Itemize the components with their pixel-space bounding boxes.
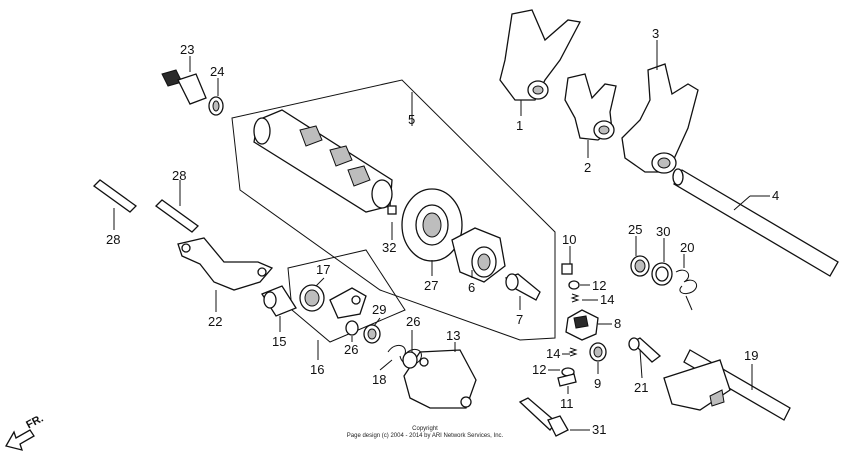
bolt-31[interactable] [518,397,569,437]
callout-22: 22 [208,314,222,329]
spring-upper[interactable] [570,293,580,303]
callout-labels: 1 2 3 4 5 6 7 8 9 10 11 12 12 13 14 14 1… [106,26,779,437]
fork-shaft[interactable] [672,168,839,277]
callout-19: 19 [744,348,758,363]
shift-fork-3[interactable] [621,63,699,174]
shift-fork-1[interactable] [499,9,581,101]
callout-24: 24 [210,64,224,79]
callout-31: 31 [592,422,606,437]
callout-4: 4 [772,188,779,203]
callout-25: 25 [628,222,642,237]
leader-lines [113,40,770,431]
special-bolt[interactable] [504,273,541,301]
callout-12a: 12 [592,278,606,293]
callout-21: 21 [634,380,648,395]
callout-1: 1 [516,118,523,133]
shift-plunger[interactable] [561,263,573,275]
callout-3: 3 [652,26,659,41]
callout-27: 27 [424,278,438,293]
bolt-9[interactable] [589,342,607,362]
shift-cam-plate[interactable] [565,309,599,341]
copyright-notice: Page design (c) 2004 - 2014 by ARI Netwo… [346,433,504,439]
dowel-pin-lower[interactable] [155,199,199,233]
callout-26a: 26 [344,342,358,357]
copyright-title: Copyright [412,426,438,432]
gearshift-spindle[interactable] [663,349,791,421]
callout-30: 30 [656,224,670,239]
pin-11[interactable] [557,373,577,387]
return-spring-20[interactable] [675,269,697,311]
collar-25[interactable] [630,255,650,277]
callout-10: 10 [562,232,576,247]
callout-2: 2 [584,160,591,175]
washer-26b[interactable] [402,351,418,369]
collar-15[interactable] [261,285,297,317]
callout-15: 15 [272,334,286,349]
guide-plate[interactable] [177,237,274,291]
spring-lower[interactable] [568,347,578,357]
callout-20: 20 [680,240,694,255]
callout-13: 13 [446,328,460,343]
callout-7: 7 [516,312,523,327]
callout-18: 18 [372,372,386,387]
callout-14a: 14 [600,292,614,307]
stopper-arm[interactable] [329,287,367,319]
callout-12b: 12 [532,362,546,377]
callout-16: 16 [310,362,324,377]
callout-17: 17 [316,262,330,277]
washer-24[interactable] [208,96,224,116]
callout-5: 5 [408,112,415,127]
callout-23: 23 [180,42,194,57]
washer-26a[interactable] [345,320,359,336]
washer-30[interactable] [651,262,673,286]
front-direction-arrow [5,429,35,451]
collar-17[interactable] [299,284,325,312]
callout-6: 6 [468,280,475,295]
drum-pin[interactable] [387,205,397,215]
bolt-21[interactable] [628,337,662,363]
neutral-switch[interactable] [161,69,207,105]
drum-group-box [231,79,556,341]
stopper-plate[interactable] [403,349,477,409]
shift-drum[interactable] [253,109,393,213]
callout-11: 11 [560,396,574,411]
callout-28b: 28 [172,168,186,183]
callout-29: 29 [372,302,386,317]
collar-upper[interactable] [568,280,580,290]
callout-9: 9 [594,376,601,391]
bearing[interactable] [401,188,463,262]
dowel-pin-upper[interactable] [93,179,137,213]
callout-14b: 14 [546,346,560,361]
callout-26b: 26 [406,314,420,329]
callout-28a: 28 [106,232,120,247]
spring-29[interactable] [363,324,381,344]
shift-fork-2[interactable] [564,73,617,141]
callout-8: 8 [614,316,621,331]
callout-32: 32 [382,240,396,255]
drum-center[interactable] [451,227,506,283]
